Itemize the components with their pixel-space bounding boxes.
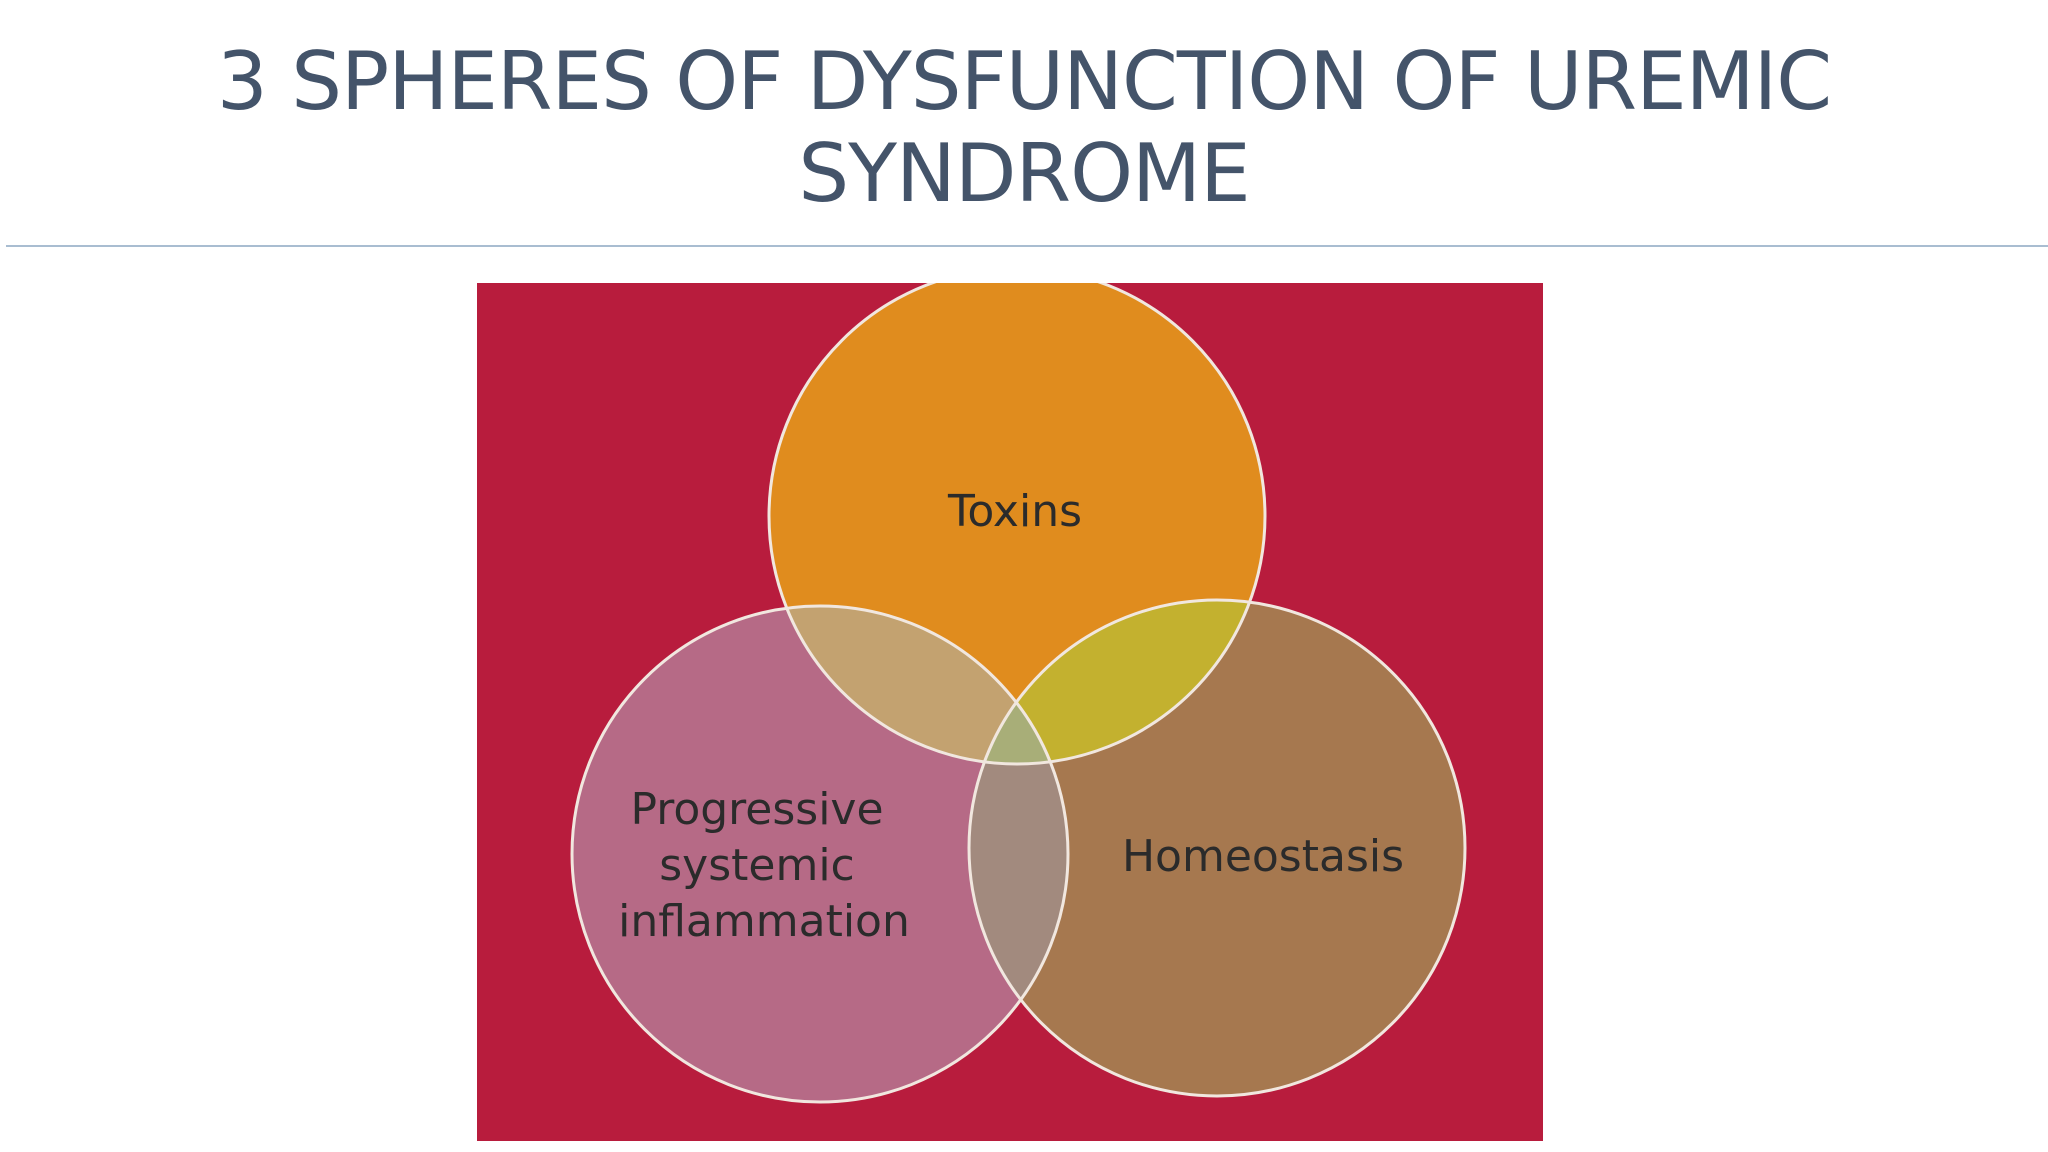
venn-label-inflammation-line-3: inflammation xyxy=(618,896,910,947)
venn-label-inflammation: Progressive systemic inflammation xyxy=(618,784,910,947)
venn-outline-toxins xyxy=(767,283,1267,766)
slide-title: 3 SPHERES OF DYSFUNCTION OF UREMIC SYNDR… xyxy=(0,36,2048,220)
venn-diagram: Toxins Progressive systemic inflammation… xyxy=(570,283,1467,1104)
venn-outline-inflammation xyxy=(570,604,1070,1104)
venn-label-homeostasis: Homeostasis xyxy=(1122,831,1404,882)
venn-overlap-toxins-inflammation xyxy=(769,606,1068,764)
venn-overlap-toxins-homeostasis xyxy=(969,600,1265,764)
venn-label-toxins: Toxins xyxy=(947,486,1082,537)
title-line-1: 3 SPHERES OF DYSFUNCTION OF UREMIC xyxy=(216,35,1832,128)
title-divider xyxy=(6,245,2048,247)
venn-diagram-panel: Toxins Progressive systemic inflammation… xyxy=(477,283,1543,1141)
venn-outline-homeostasis xyxy=(967,598,1467,1098)
venn-label-inflammation-line-2: systemic xyxy=(659,840,855,891)
title-line-2: SYNDROME xyxy=(798,127,1250,220)
venn-label-inflammation-line-1: Progressive xyxy=(630,784,883,835)
